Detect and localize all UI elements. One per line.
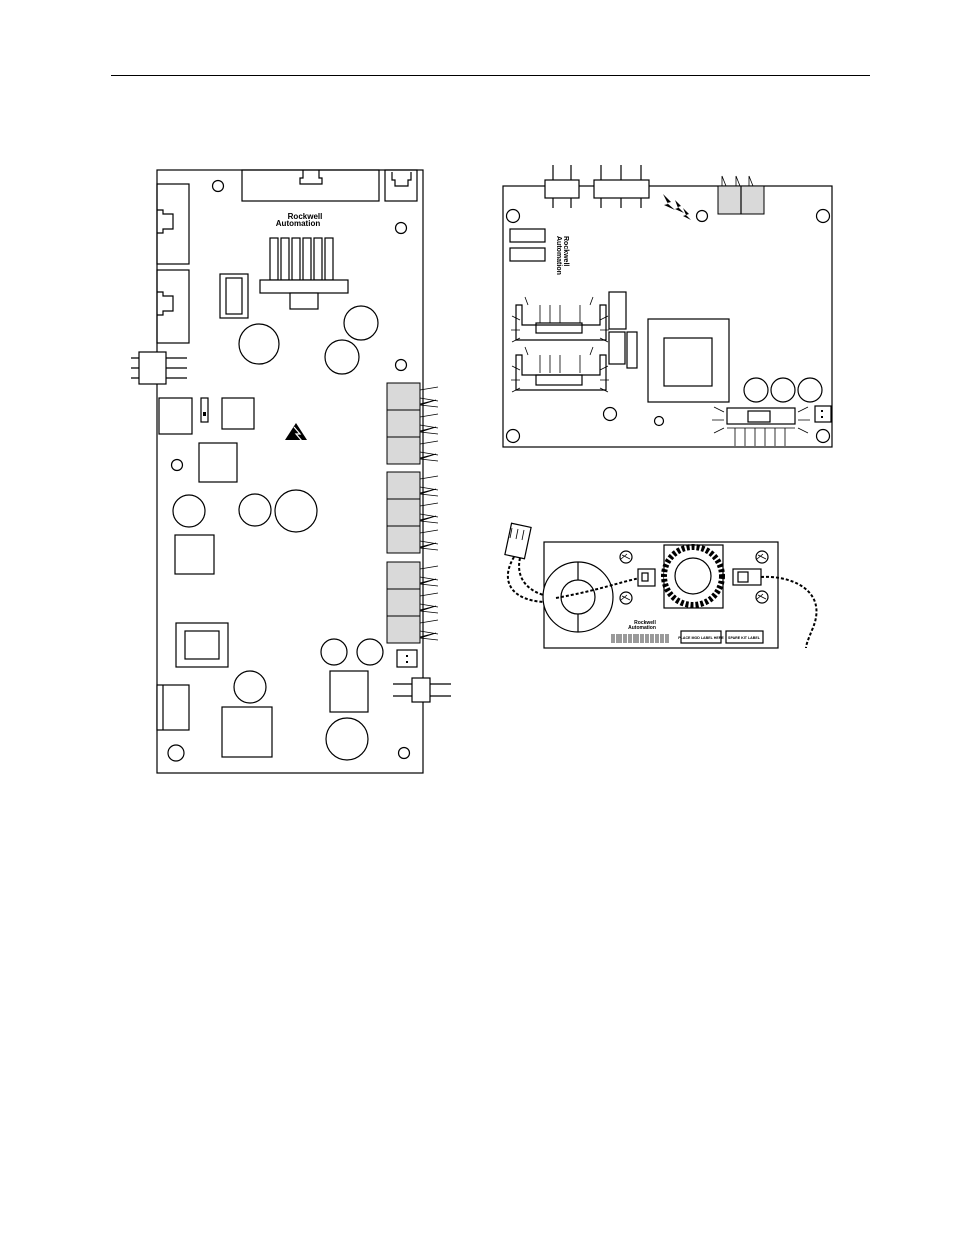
transformer — [648, 319, 729, 402]
mounting-hole — [817, 430, 830, 443]
screw-icon — [620, 551, 632, 563]
resistor-block — [510, 229, 545, 242]
capacitor — [326, 718, 368, 760]
control-logo-line2: Automation — [276, 219, 321, 228]
top-terminal — [718, 176, 764, 214]
mounting-hole — [399, 748, 410, 759]
screw-icon — [620, 592, 632, 604]
mounting-hole — [396, 223, 407, 234]
capacitor — [744, 378, 768, 402]
esd-warning-icon — [285, 423, 307, 441]
right-pin-header — [393, 678, 451, 702]
left-pin-header — [131, 352, 187, 384]
mounting-hole — [213, 181, 224, 192]
heatsink — [260, 238, 348, 309]
capacitor — [239, 494, 271, 526]
mounting-hole — [507, 210, 520, 223]
mounting-hole — [168, 745, 184, 761]
capacitor — [275, 490, 317, 532]
capacitor — [234, 671, 266, 703]
capacitor-box — [627, 332, 637, 368]
two-pin-connector — [397, 650, 417, 667]
capacitor — [321, 639, 347, 665]
power-logo-line2: Automation — [555, 236, 562, 275]
filter-board: Rockwell Automation PLACE MOD LABEL HERE… — [505, 523, 817, 648]
mod-label-text: PLACE MOD LABEL HERE — [678, 636, 724, 640]
relay — [220, 274, 248, 318]
ic-chip — [175, 535, 214, 574]
mounting-hole — [655, 417, 664, 426]
wire-connector — [505, 523, 531, 558]
mounting-hole — [817, 210, 830, 223]
bottom-left-connector — [157, 685, 189, 730]
transformer — [176, 623, 228, 667]
heatsink-module-lower — [511, 347, 609, 392]
filter-connector — [638, 569, 655, 586]
filter-logo-line2: Automation — [628, 625, 656, 631]
capacitor — [173, 495, 205, 527]
shock-warning-icon — [663, 194, 691, 220]
screw-icon — [756, 591, 768, 603]
capacitor-box — [609, 292, 626, 329]
top-connector-left — [545, 165, 579, 208]
power-board: Rockwell Automation — [503, 165, 832, 447]
heatsink-bottom — [712, 407, 810, 446]
spare-kit-label-text: SPARE KIT LABEL — [728, 636, 761, 640]
ic-chip — [330, 671, 368, 712]
capacitor — [357, 639, 383, 665]
ic-chip — [222, 707, 272, 757]
ic-chip — [222, 398, 254, 429]
resistor-block — [510, 248, 545, 261]
jumper — [201, 398, 208, 422]
control-board: Rockwell Automation — [131, 170, 451, 773]
capacitor — [771, 378, 795, 402]
terminal-block-group — [387, 383, 420, 643]
heatsink-module-upper — [511, 297, 609, 342]
toroid-wound — [664, 545, 723, 608]
mounting-hole — [697, 211, 708, 222]
ic-chip — [199, 443, 237, 482]
top-connector — [242, 170, 379, 201]
capacitor — [798, 378, 822, 402]
mounting-hole — [396, 360, 407, 371]
ic-chip — [159, 398, 192, 434]
screw-icon — [756, 551, 768, 563]
power-logo-line1: Rockwell — [562, 236, 569, 266]
capacitor — [344, 306, 378, 340]
mounting-hole — [604, 408, 617, 421]
two-pin-connector — [815, 406, 831, 422]
barcode — [612, 634, 668, 643]
twisted-wire-right — [761, 577, 816, 648]
top-connector-right — [594, 165, 649, 208]
capacitor — [239, 324, 279, 364]
capacitor-box — [609, 332, 625, 364]
capacitor — [325, 340, 359, 374]
mounting-hole — [507, 430, 520, 443]
mounting-hole — [172, 460, 183, 471]
control-board-outline — [157, 170, 423, 773]
toroid-left — [543, 562, 613, 632]
